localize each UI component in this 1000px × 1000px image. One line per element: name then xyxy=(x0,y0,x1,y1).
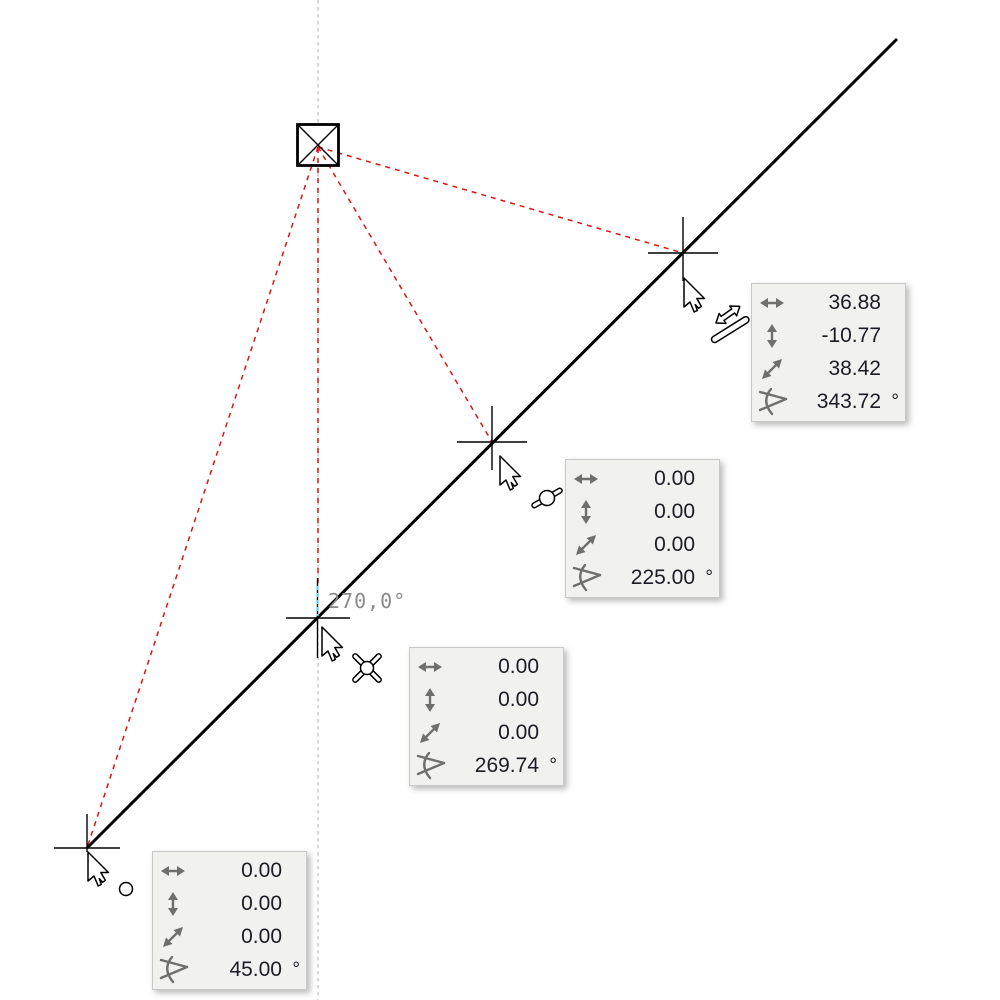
tracker-panel-2: 0.00 0.00 0.00 225.00 ° xyxy=(565,459,720,598)
tracker-unit: ° xyxy=(292,959,300,981)
stretch-edge-icon xyxy=(710,305,750,344)
tracker-value[interactable]: 0.00 xyxy=(241,858,282,882)
rubber-band-line-4 xyxy=(86,146,319,849)
tracker-row-dx: 0.00 xyxy=(159,854,300,887)
tracker-value[interactable]: 0.00 xyxy=(654,466,695,490)
tracker-panel-4: 0.00 0.00 0.00 45.00 ° xyxy=(152,851,307,990)
tracker-value[interactable]: 0.00 xyxy=(241,925,282,949)
diagonal-distance-icon xyxy=(159,923,193,951)
tracker-unit: ° xyxy=(705,567,713,589)
tracker-row-dx: 0.00 xyxy=(572,462,713,495)
tracker-row-distance: 0.00 xyxy=(572,529,713,562)
tracker-row-distance: 0.00 xyxy=(416,717,557,750)
tracker-row-dy: -10.77 xyxy=(758,319,899,352)
tracker-value[interactable]: 225.00 xyxy=(630,566,695,590)
snap-point-marker-4[interactable] xyxy=(54,814,120,852)
tracker-row-angle: 225.00 ° xyxy=(572,562,713,595)
horizontal-distance-icon xyxy=(572,465,606,493)
tracker-value[interactable]: 38.42 xyxy=(828,357,881,381)
angle-icon xyxy=(758,388,792,416)
tracker-value[interactable]: -10.77 xyxy=(821,323,881,347)
horizontal-distance-icon xyxy=(416,653,450,681)
tracker-row-dy: 0.00 xyxy=(159,887,300,920)
angle-icon xyxy=(572,564,606,592)
tracker-panel-3: 0.00 0.00 0.00 269.74 ° xyxy=(409,647,564,786)
vertical-distance-icon xyxy=(758,322,792,350)
snap-point-marker-2[interactable] xyxy=(457,406,527,470)
rubber-band-line-2 xyxy=(317,146,493,443)
tracker-row-distance: 38.42 xyxy=(758,353,899,386)
tracker-value[interactable]: 343.72 xyxy=(816,390,881,414)
tracker-value[interactable]: 0.00 xyxy=(498,654,539,678)
tracker-value[interactable]: 0.00 xyxy=(654,533,695,557)
cursor-arrow-icon-1 xyxy=(683,277,706,313)
tracker-row-angle: 343.72 ° xyxy=(758,386,899,419)
cursor-arrow-icon-4 xyxy=(87,851,110,887)
circle-node-icon xyxy=(118,881,134,897)
cursor-arrow-icon-2 xyxy=(499,455,522,491)
tracker-panel-1: 36.88 -10.77 38.42 343.72 ° xyxy=(751,283,906,422)
tracker-value[interactable]: 45.00 xyxy=(229,958,282,982)
angle-icon xyxy=(159,956,193,984)
tracker-value[interactable]: 36.88 xyxy=(828,290,881,314)
horizontal-distance-icon xyxy=(159,857,193,885)
diagonal-distance-icon xyxy=(758,355,792,383)
vertical-distance-icon xyxy=(159,890,193,918)
tracker-row-angle: 45.00 ° xyxy=(159,954,300,987)
diagonal-distance-icon xyxy=(416,719,450,747)
tracker-row-distance: 0.00 xyxy=(159,921,300,954)
tracker-value[interactable]: 0.00 xyxy=(654,499,695,523)
diagonal-distance-icon xyxy=(572,531,606,559)
tracker-row-dx: 36.88 xyxy=(758,286,899,319)
tracker-row-dy: 0.00 xyxy=(416,683,557,716)
tracker-value[interactable]: 0.00 xyxy=(498,721,539,745)
tracker-row-angle: 269.74 ° xyxy=(416,750,557,783)
vertical-distance-icon xyxy=(572,498,606,526)
tracker-row-dx: 0.00 xyxy=(416,650,557,683)
snap-point-marker-3[interactable] xyxy=(286,578,350,658)
tracker-value[interactable]: 0.00 xyxy=(241,891,282,915)
intersection-node-icon xyxy=(352,653,382,683)
tracker-unit: ° xyxy=(891,391,899,413)
hotspot-box-marker[interactable] xyxy=(296,123,340,167)
rubber-band-line-1 xyxy=(317,146,684,254)
tracker-value[interactable]: 269.74 xyxy=(474,754,539,778)
angle-readout-label: 270,0° xyxy=(328,589,407,613)
tracker-value[interactable]: 0.00 xyxy=(498,687,539,711)
angle-icon xyxy=(416,752,450,780)
tracker-row-dy: 0.00 xyxy=(572,495,713,528)
horizontal-distance-icon xyxy=(758,289,792,317)
cursor-arrow-icon-3 xyxy=(321,626,344,662)
node-on-edge-icon xyxy=(531,487,563,509)
vertical-distance-icon xyxy=(416,686,450,714)
tracker-unit: ° xyxy=(549,755,557,777)
snap-point-marker-1[interactable] xyxy=(648,217,718,281)
